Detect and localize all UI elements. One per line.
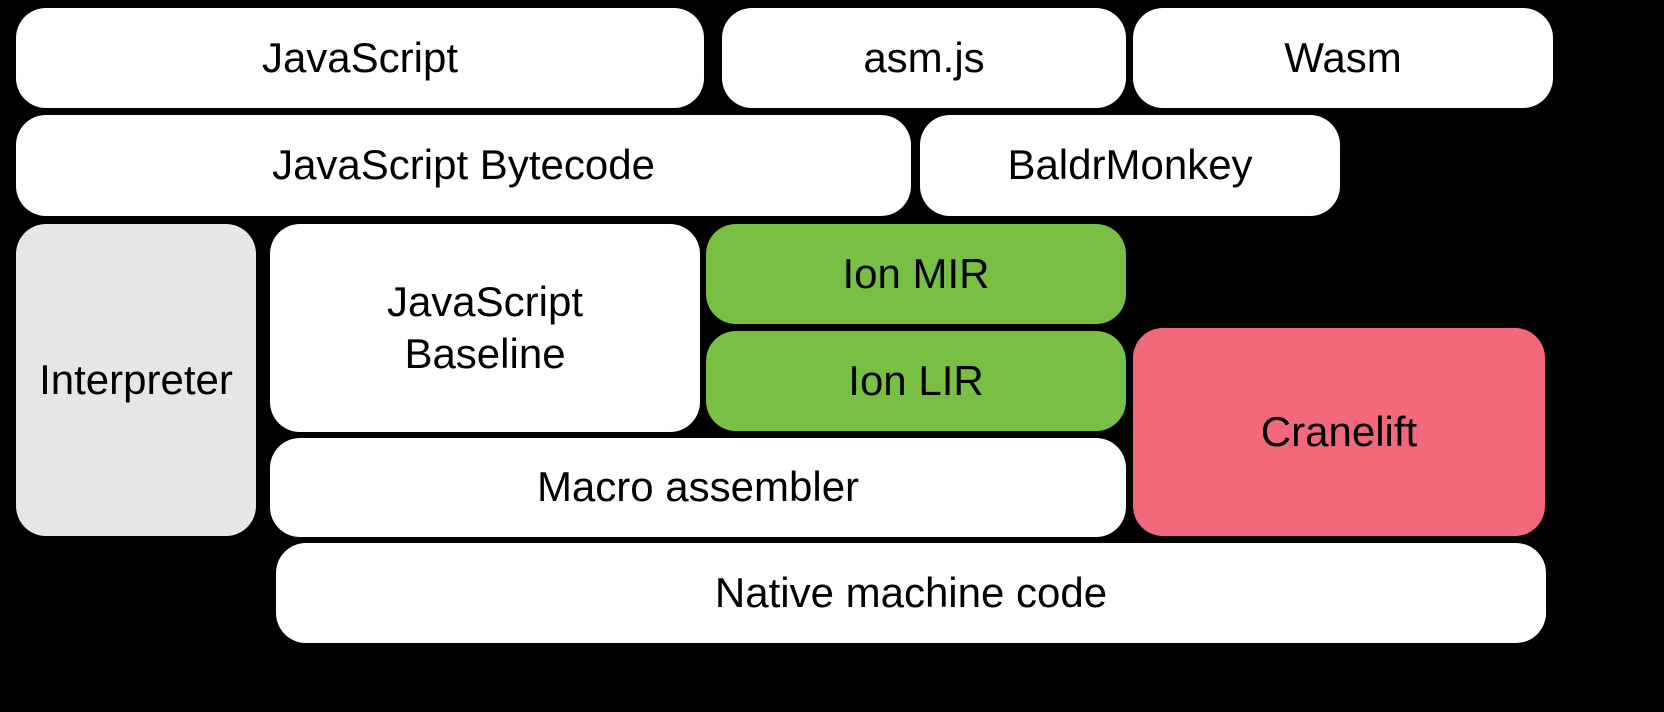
box-wasm: Wasm <box>1133 8 1553 108</box>
box-javascript-bytecode: JavaScript Bytecode <box>16 115 911 216</box>
box-baldrmonkey: BaldrMonkey <box>920 115 1340 216</box>
box-native-machine-code: Native machine code <box>276 543 1546 643</box>
box-javascript: JavaScript <box>16 8 704 108</box>
box-javascript-baseline: JavaScript Baseline <box>270 224 700 432</box>
box-interpreter: Interpreter <box>16 224 256 536</box>
box-cranelift: Cranelift <box>1133 328 1545 536</box>
box-macro-assembler: Macro assembler <box>270 438 1126 537</box>
box-asmjs: asm.js <box>722 8 1126 108</box>
box-ion-mir: Ion MIR <box>706 224 1126 324</box>
box-ion-lir: Ion LIR <box>706 331 1126 431</box>
